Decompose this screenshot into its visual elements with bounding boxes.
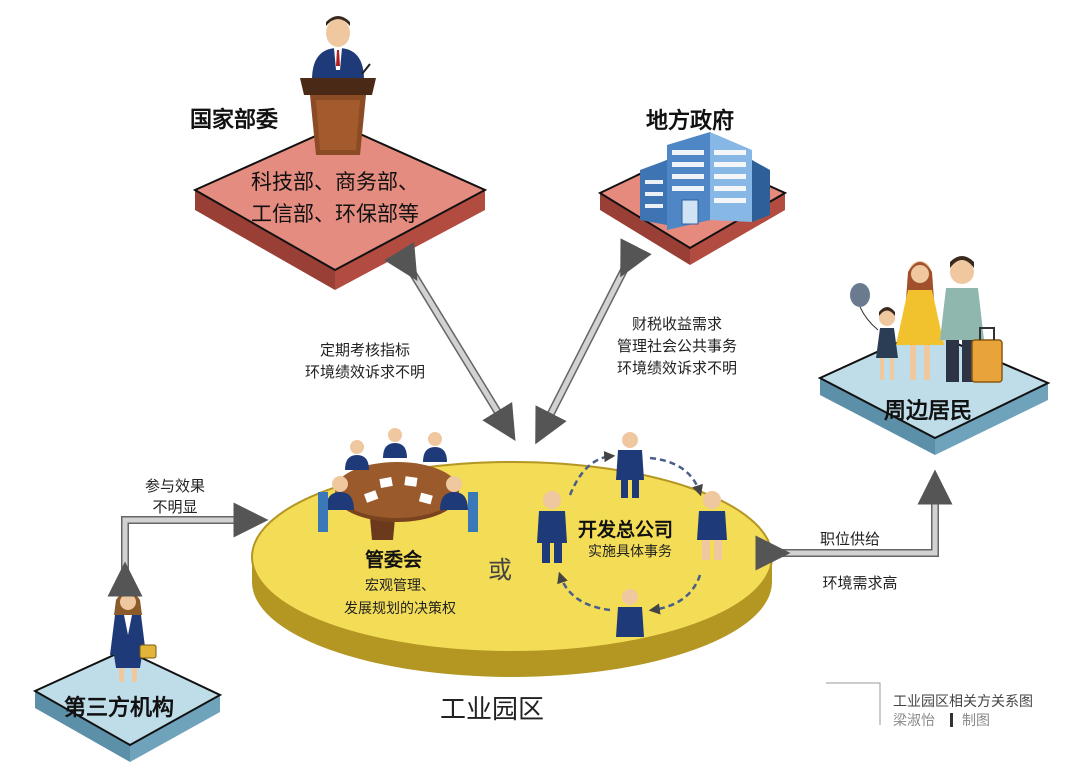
edge-gov-line2: 管理社会公共事务 — [616, 337, 737, 355]
edge-residents-line1: 职位供给 — [819, 530, 880, 548]
edge-gov-line1: 财税收益需求 — [631, 315, 722, 333]
ministries-title: 国家部委 — [190, 108, 279, 133]
arrow-ministries-park — [384, 241, 516, 441]
caption-author: 梁淑怡 — [893, 713, 935, 729]
company-title: 开发总公司 — [578, 519, 674, 541]
third-party-title: 第三方机构 — [64, 696, 175, 721]
arrow-third-park — [107, 502, 269, 597]
caption-suffix: 制图 — [962, 713, 990, 729]
ministries-plate — [192, 123, 488, 290]
committee-desc-line1: 宏观管理、 — [365, 578, 435, 594]
edge-third-line1: 参与效果 — [144, 477, 205, 495]
committee-title: 管委会 — [365, 549, 423, 571]
edge-third-line2: 不明显 — [152, 498, 198, 516]
company-desc: 实施具体事务 — [588, 544, 672, 560]
park-name: 工业园区 — [440, 695, 545, 725]
edge-ministries-line2: 环境绩效诉求不明 — [304, 363, 425, 381]
third-party-plate — [32, 648, 223, 762]
edge-ministries-line1: 定期考核指标 — [319, 341, 410, 359]
local-gov-title: 地方政府 — [646, 109, 735, 134]
residents-title: 周边居民 — [884, 399, 973, 424]
caption-separator-bar — [950, 713, 953, 727]
arrow-gov-park — [535, 238, 652, 445]
family-icon — [850, 256, 1003, 383]
cycle-arrows — [557, 450, 703, 615]
committee-desc-line2: 发展规划的决策权 — [344, 601, 456, 617]
caption-title: 工业园区相关方关系图 — [893, 694, 1033, 710]
arrow-residents-park — [755, 469, 953, 571]
ministries-desc-line2: 工信部、环保部等 — [251, 202, 419, 226]
office-building-icon — [640, 132, 770, 230]
caption-bracket — [826, 682, 881, 725]
industrial-park-disk — [251, 461, 773, 677]
or-label: 或 — [488, 556, 512, 584]
podium-speaker-icon — [300, 16, 376, 155]
edge-gov-line3: 环境绩效诉求不明 — [616, 359, 737, 377]
edge-residents-line2: 环境需求高 — [822, 574, 898, 592]
ministries-desc-line1: 科技部、商务部、 — [251, 170, 419, 194]
